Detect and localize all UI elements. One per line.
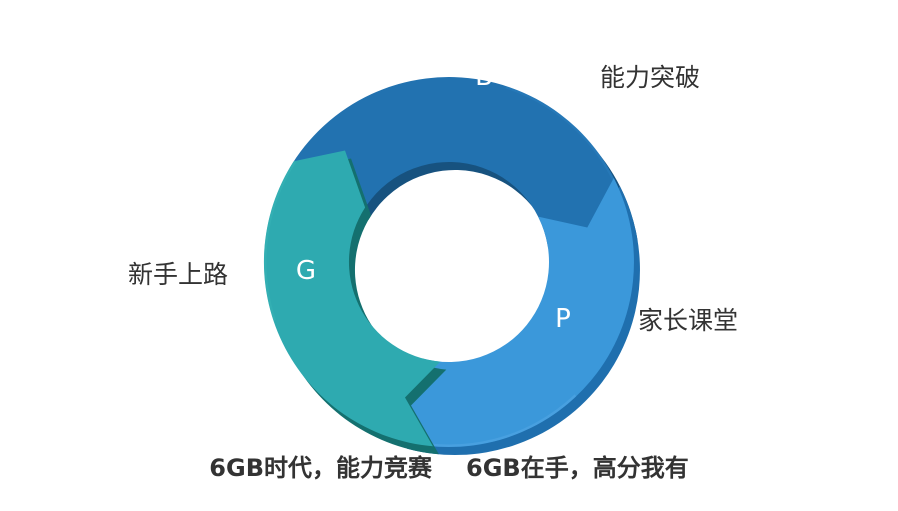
segment-g-highlight [264, 161, 296, 321]
slogan-part-1: 6GB时代，能力竞赛 [209, 454, 432, 482]
segment-g-letter: G [296, 256, 316, 286]
segment-p-arrow [375, 178, 634, 448]
label-ability-breakthrough: 能力突破 [600, 63, 701, 92]
segment-g-arrow [263, 150, 441, 447]
segment-b-letter: B [475, 62, 493, 92]
label-parent-class: 家长课堂 [638, 306, 739, 335]
segment-p-letter: P [555, 304, 571, 334]
label-beginner: 新手上路 [128, 260, 229, 289]
slogan: 6GB时代，能力竞赛 6GB在手，高分我有 [0, 448, 898, 483]
slogan-part-2: 6GB在手，高分我有 [466, 454, 689, 482]
segment-p-highlight [401, 394, 577, 447]
